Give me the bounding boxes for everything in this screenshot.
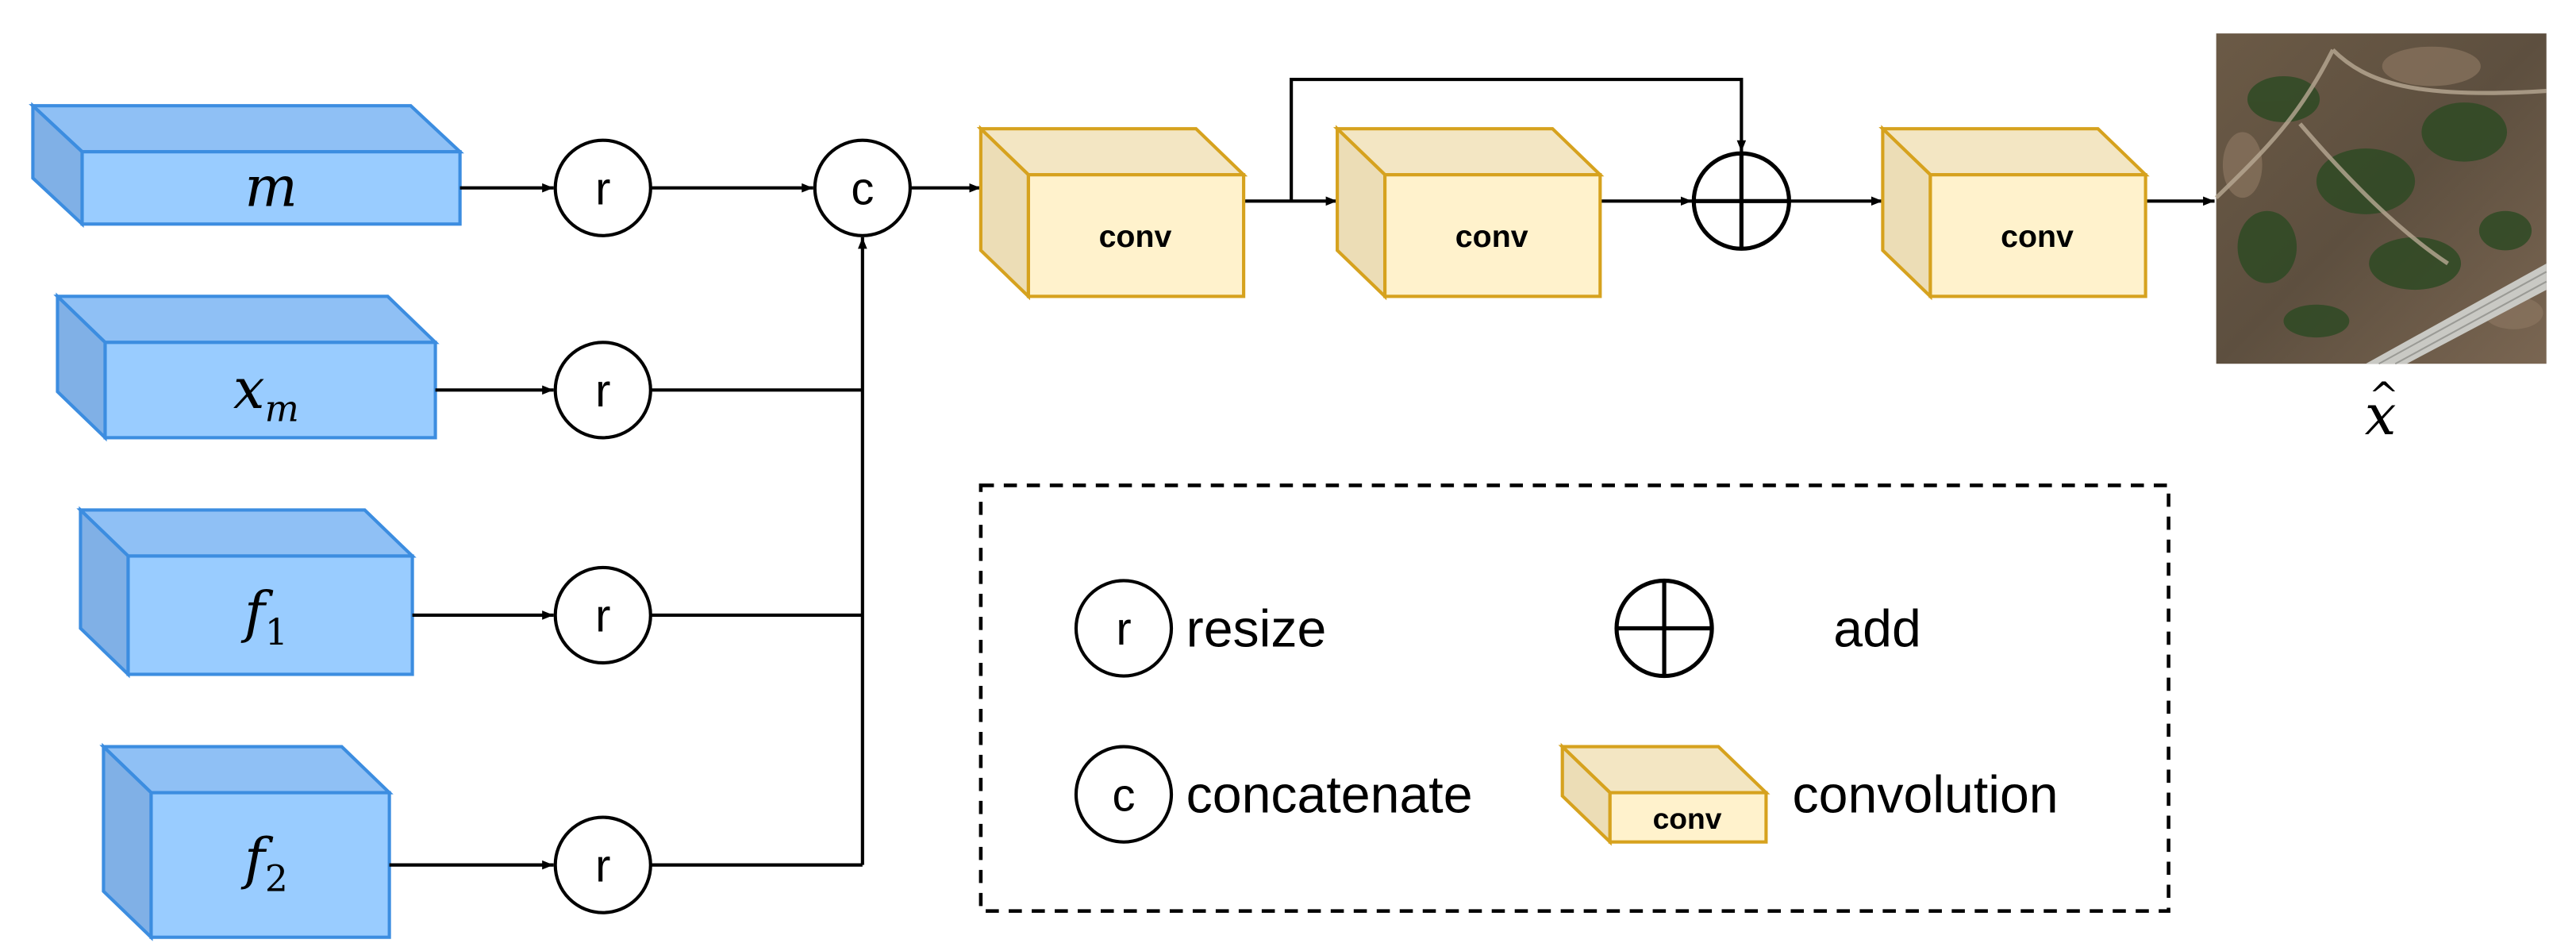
add-icon (1691, 151, 1791, 251)
connectors (389, 78, 2215, 870)
legend-convolution: conv convolution (1558, 742, 2059, 846)
input-block-xm: xm (53, 292, 440, 442)
legend-resize-label: resize (1186, 599, 1327, 658)
satellite-image-icon (2214, 33, 2547, 365)
svg-text:conv: conv (1099, 219, 1172, 254)
conv-block-3: conv (1878, 125, 2150, 301)
svg-text:xm: xm (233, 356, 299, 430)
svg-text:x: x (2365, 383, 2397, 448)
input-label-xm: x (233, 356, 265, 422)
legend-border (978, 483, 2170, 913)
svg-text:c: c (1112, 770, 1135, 821)
input-subscript-f2: 2 (265, 858, 288, 900)
resize-node-m: r (553, 138, 652, 237)
svg-text:^: ^ (2369, 375, 2399, 417)
input-label-m: m (244, 154, 298, 219)
legend-resize: r resize (1074, 579, 1327, 678)
concat-node: c (813, 138, 912, 237)
resize-node-xm: r (553, 341, 652, 440)
svg-text:conv: conv (1455, 219, 1528, 254)
input-block-f2: f2 (99, 742, 394, 941)
svg-text:r: r (595, 164, 610, 214)
conv-block-1: conv (976, 125, 1248, 301)
svg-text:r: r (595, 841, 610, 891)
legend-add-label: add (1833, 599, 1921, 658)
svg-text:m: m (244, 154, 298, 219)
legend-add: add (1614, 578, 1921, 679)
input-subscript-xm: m (265, 388, 299, 430)
input-block-m: m (29, 102, 464, 229)
svg-text:r: r (595, 366, 610, 417)
conv-block-2: conv (1332, 125, 1605, 301)
skip-connection (1290, 78, 1747, 202)
legend: r resize add c concatenate conv convolut… (978, 483, 2170, 913)
input-subscript-f1: 1 (265, 611, 288, 653)
svg-text:f2: f2 (240, 826, 288, 900)
svg-text:conv: conv (2001, 219, 2074, 254)
legend-concat: c concatenate (1074, 745, 1473, 844)
input-block-f1: f1 (76, 506, 417, 679)
output-label: x ^ (2365, 375, 2399, 448)
legend-concat-label: concatenate (1186, 765, 1473, 824)
legend-add-icon (1614, 578, 1714, 679)
svg-text:r: r (1116, 604, 1131, 655)
resize-node-f1: r (553, 565, 652, 665)
svg-text:r: r (595, 591, 610, 642)
resize-node-f2: r (553, 815, 652, 914)
svg-text:c: c (851, 164, 874, 214)
legend-convolution-label: convolution (1793, 765, 2059, 824)
svg-text:conv: conv (1653, 802, 1722, 835)
